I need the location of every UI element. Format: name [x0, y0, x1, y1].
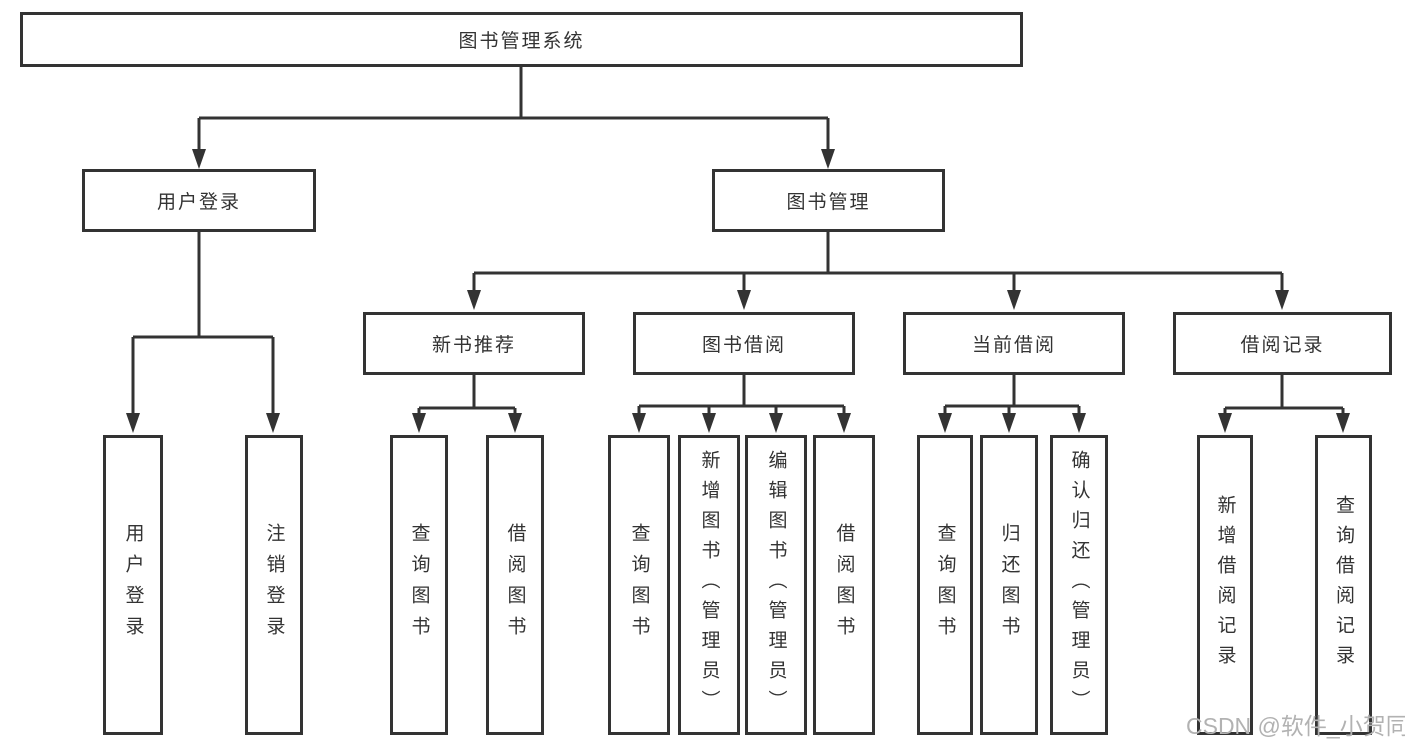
leaf-add-books-admin-label: 新增图书（管理员） — [698, 450, 720, 720]
leaf-borrow-books-1-label: 借阅图书 — [504, 523, 526, 647]
node-root-label: 图书管理系统 — [458, 31, 585, 52]
node-book-management: 图书管理 — [712, 169, 945, 232]
leaf-logout: 注销登录 — [245, 435, 303, 735]
connector-book-borrow — [637, 375, 846, 415]
leaf-edit-books-admin: 编辑图书（管理员） — [745, 435, 807, 735]
arrowhead — [632, 413, 646, 433]
leaf-query-books-1: 查询图书 — [390, 435, 448, 735]
node-new-book-recommend: 新书推荐 — [363, 312, 585, 375]
arrowhead — [1072, 413, 1086, 433]
node-user-login-label: 用户登录 — [156, 192, 241, 213]
csdn-watermark: CSDN @软件_小贺同学 — [1186, 713, 1405, 739]
node-book-borrow: 图书借阅 — [633, 312, 855, 375]
leaf-add-borrow-record-label: 新增借阅记录 — [1214, 495, 1236, 675]
arrowhead — [508, 413, 522, 433]
leaf-logout-label: 注销登录 — [263, 523, 285, 647]
arrowhead — [1275, 290, 1289, 310]
node-book-management-label: 图书管理 — [786, 192, 871, 213]
arrowhead — [702, 413, 716, 433]
connector-root — [197, 67, 830, 151]
connector-current-borrow — [943, 375, 1081, 415]
connector-new-book — [417, 375, 517, 415]
node-new-book-recommend-label: 新书推荐 — [431, 335, 516, 356]
leaf-query-borrow-record: 查询借阅记录 — [1315, 435, 1372, 735]
leaf-query-books-3: 查询图书 — [917, 435, 973, 735]
node-borrow-records-label: 借阅记录 — [1240, 335, 1325, 356]
leaf-user-login: 用户登录 — [103, 435, 163, 735]
leaf-return-books: 归还图书 — [980, 435, 1038, 735]
leaf-borrow-books-2-label: 借阅图书 — [833, 523, 855, 647]
node-current-borrow: 当前借阅 — [903, 312, 1125, 375]
arrowhead — [1002, 413, 1016, 433]
arrowhead — [1007, 290, 1021, 310]
leaf-query-borrow-record-label: 查询借阅记录 — [1333, 495, 1354, 675]
leaf-add-books-admin: 新增图书（管理员） — [678, 435, 740, 735]
node-book-borrow-label: 图书借阅 — [701, 335, 786, 356]
arrowhead — [126, 413, 140, 433]
arrowhead — [412, 413, 426, 433]
leaf-return-books-label: 归还图书 — [998, 523, 1020, 647]
arrowhead — [837, 413, 851, 433]
arrowhead — [821, 149, 835, 169]
arrowhead — [266, 413, 280, 433]
leaf-query-books-1-label: 查询图书 — [408, 523, 430, 647]
arrowhead — [467, 290, 481, 310]
arrowhead — [192, 149, 206, 169]
arrowhead — [737, 290, 751, 310]
node-borrow-records: 借阅记录 — [1173, 312, 1392, 375]
connector-user-login — [131, 232, 275, 415]
node-user-login: 用户登录 — [82, 169, 316, 232]
leaf-confirm-return-admin: 确认归还（管理员） — [1050, 435, 1108, 735]
leaf-add-borrow-record: 新增借阅记录 — [1197, 435, 1253, 735]
leaf-query-books-3-label: 查询图书 — [934, 523, 956, 647]
arrowhead — [769, 413, 783, 433]
node-root: 图书管理系统 — [20, 12, 1023, 67]
arrowhead — [938, 413, 952, 433]
arrowhead — [1218, 413, 1232, 433]
connector-borrow-records — [1223, 375, 1345, 415]
leaf-confirm-return-admin-label: 确认归还（管理员） — [1068, 450, 1090, 720]
leaf-edit-books-admin-label: 编辑图书（管理员） — [765, 450, 787, 720]
node-current-borrow-label: 当前借阅 — [971, 335, 1056, 356]
arrowhead — [1336, 413, 1350, 433]
leaf-borrow-books-1: 借阅图书 — [486, 435, 544, 735]
leaf-borrow-books-2: 借阅图书 — [813, 435, 875, 735]
leaf-query-books-2-label: 查询图书 — [628, 523, 650, 647]
leaf-user-login-label: 用户登录 — [122, 523, 144, 647]
connector-book-mgmt — [472, 232, 1284, 292]
leaf-query-books-2: 查询图书 — [608, 435, 670, 735]
